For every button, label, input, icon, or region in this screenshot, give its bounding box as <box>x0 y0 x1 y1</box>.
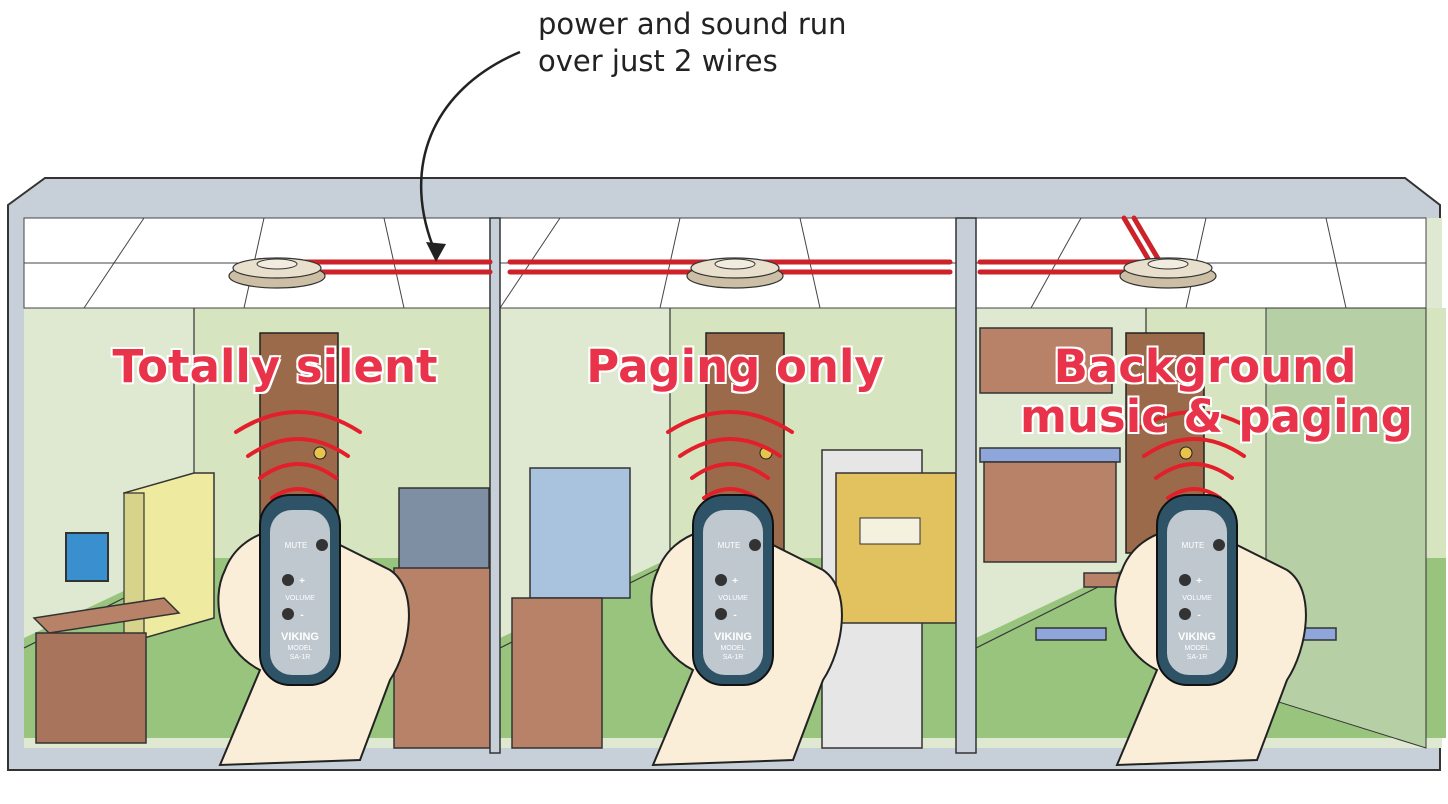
remote-brand-label: VIKING <box>714 631 752 643</box>
remote-volume-label: VOLUME <box>1182 595 1212 602</box>
ceiling-speaker-2 <box>687 258 783 288</box>
room-label-silent-line: Totally silent <box>110 342 440 392</box>
room-label-music-line-1: Background <box>1020 342 1390 392</box>
wall-remote-1: MUTE + VOLUME - VIKING MODEL SA-1R <box>260 495 340 685</box>
remote-volume-label: VOLUME <box>285 595 315 602</box>
remote-model-label: MODEL <box>288 645 313 652</box>
remote-model-value: SA-1R <box>290 654 311 661</box>
room-label-silent: Totally silent <box>110 342 440 392</box>
room-label-paging: Paging only <box>575 342 895 392</box>
wall-remote-2: MUTE + VOLUME - VIKING MODEL SA-1R <box>693 495 773 685</box>
remote-mute-label: MUTE <box>285 541 308 550</box>
remote-minus-label: - <box>733 610 736 621</box>
remote-plus-label: + <box>732 576 738 587</box>
remote-brand-label: VIKING <box>1178 631 1216 643</box>
room-label-paging-line: Paging only <box>575 342 895 392</box>
ceiling-speaker-1 <box>229 258 325 288</box>
remote-mute-label: MUTE <box>1182 541 1205 550</box>
remote-mute-label: MUTE <box>718 541 741 550</box>
room-label-music-and-paging: Background music & paging <box>1020 342 1390 442</box>
remote-volume-label: VOLUME <box>718 595 748 602</box>
remote-model-label: MODEL <box>721 645 746 652</box>
wall-remote-3: MUTE + VOLUME - VIKING MODEL SA-1R <box>1157 495 1237 685</box>
ceiling-speaker-3 <box>1120 258 1216 288</box>
remote-minus-label: - <box>300 610 303 621</box>
remote-model-label: MODEL <box>1185 645 1210 652</box>
remote-plus-label: + <box>299 576 305 587</box>
caption-line-2: over just 2 wires <box>538 43 958 80</box>
caption-line-1: power and sound run <box>538 6 958 43</box>
remote-model-value: SA-1R <box>1187 654 1208 661</box>
remote-minus-label: - <box>1197 610 1200 621</box>
remote-model-value: SA-1R <box>723 654 744 661</box>
room-label-music-line-2: music & paging <box>1020 392 1390 442</box>
remote-brand-label: VIKING <box>281 631 319 643</box>
remote-plus-label: + <box>1196 576 1202 587</box>
wiring-caption: power and sound run over just 2 wires <box>538 6 958 80</box>
